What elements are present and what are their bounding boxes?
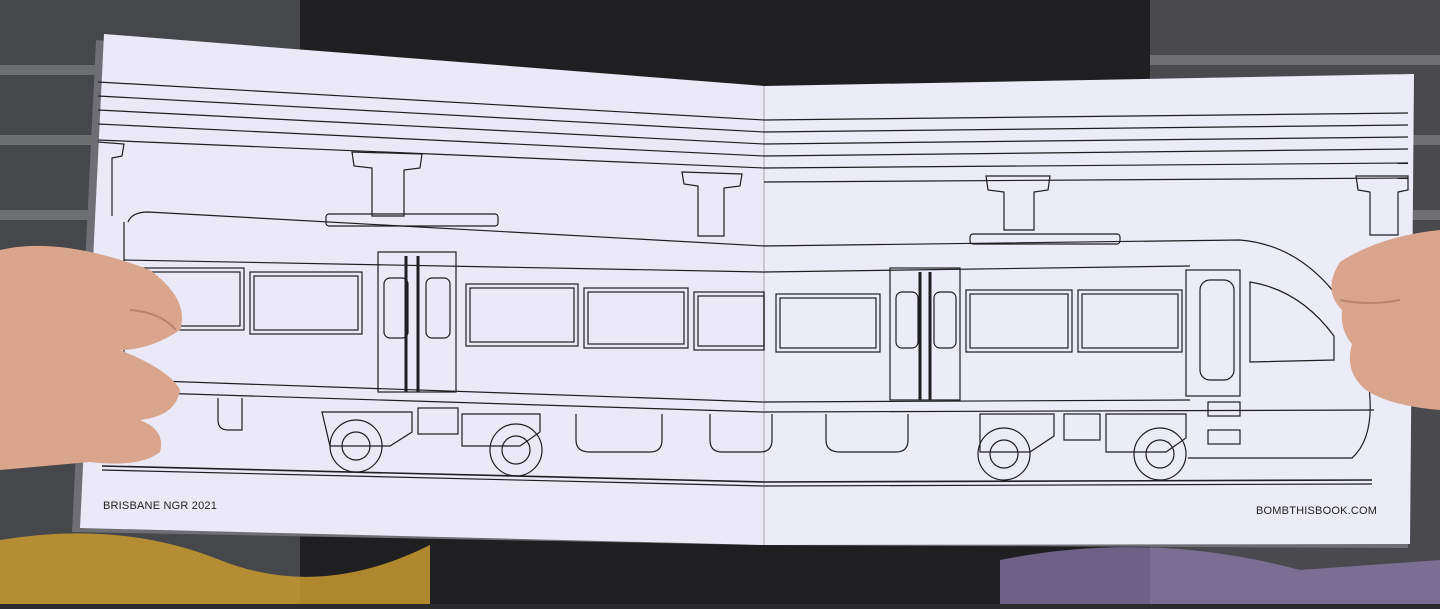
left-hand	[0, 245, 182, 470]
bridge-lines	[97, 81, 1409, 183]
page-caption-right: BOMBTHISBOOK.COM	[1256, 505, 1378, 517]
right-hand	[1331, 230, 1440, 410]
left-page	[80, 34, 764, 545]
windows-left	[137, 267, 765, 351]
pantograph-right	[969, 233, 1121, 245]
right-page	[764, 74, 1414, 545]
underframe	[217, 398, 1241, 453]
open-book	[72, 34, 1414, 548]
bogies	[321, 411, 1187, 481]
track-rail	[101, 465, 765, 483]
doors	[377, 251, 1335, 401]
page-caption-left: BRISBANE NGR 2021	[103, 500, 218, 512]
hands	[0, 230, 1440, 470]
windows-right	[775, 289, 1183, 353]
bridge-pillars	[97, 141, 1409, 237]
